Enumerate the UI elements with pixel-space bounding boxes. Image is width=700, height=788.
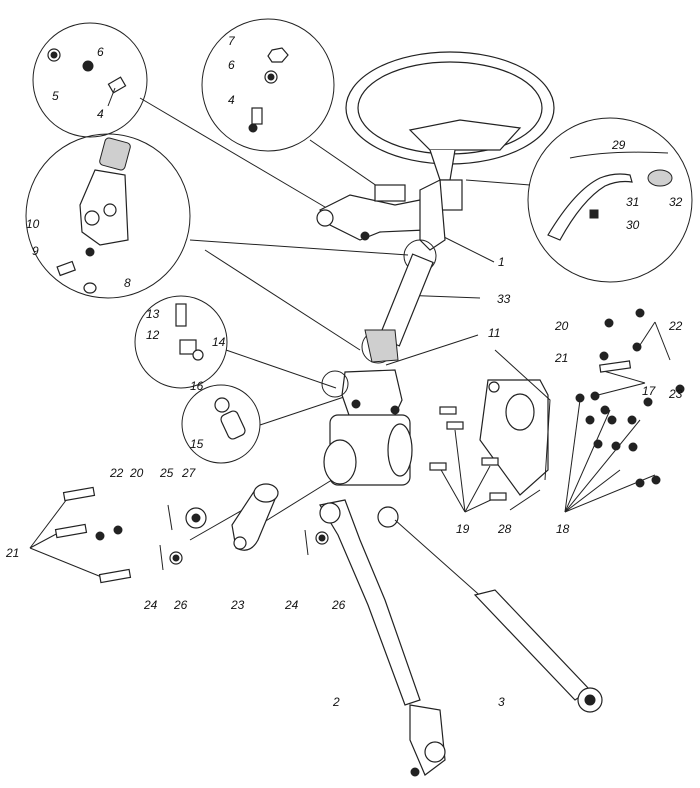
label-4a: 4	[97, 107, 104, 121]
lever-and-pins	[159, 483, 329, 571]
label-17: 17	[642, 384, 657, 398]
label-16: 16	[190, 379, 204, 393]
label-26b: 26	[331, 598, 346, 612]
label-31: 31	[626, 195, 639, 209]
steering-column	[316, 179, 463, 364]
label-24b: 24	[284, 598, 299, 612]
steering-rods	[319, 499, 603, 777]
label-30: 30	[626, 218, 640, 232]
label-32: 32	[669, 195, 683, 209]
label-21a: 21	[554, 351, 568, 365]
label-1: 1	[498, 255, 505, 269]
label-23b: 23	[230, 598, 245, 612]
detail-circle-top-left	[32, 22, 148, 138]
steering-gear	[321, 369, 413, 486]
label-33: 33	[497, 292, 511, 306]
label-12: 12	[146, 328, 160, 342]
label-15: 15	[190, 437, 204, 451]
part-labels: 1 2 3 4 4 5 6 6 7 8 9 10 11 12 13 14 15 …	[5, 34, 683, 709]
label-21b: 21	[5, 546, 19, 560]
detail-circle-mid-left	[134, 295, 228, 389]
label-6b: 6	[228, 58, 235, 72]
label-29: 29	[611, 138, 626, 152]
label-8: 8	[124, 276, 131, 290]
detail-circle-left-yoke	[25, 133, 191, 299]
label-6a: 6	[97, 45, 104, 59]
detail-circle-lower-left	[181, 384, 261, 464]
label-9: 9	[32, 244, 39, 258]
label-22b: 22	[109, 466, 124, 480]
detail-circle-top-center	[201, 18, 335, 152]
label-22a: 22	[668, 319, 683, 333]
fasteners	[54, 308, 685, 584]
detail-circle-right	[527, 117, 693, 283]
label-3: 3	[498, 695, 505, 709]
label-13: 13	[146, 307, 160, 321]
label-23a: 23	[668, 387, 683, 401]
label-24a: 24	[143, 598, 158, 612]
label-20b: 20	[129, 466, 144, 480]
label-18: 18	[556, 522, 570, 536]
label-19: 19	[456, 522, 470, 536]
label-5: 5	[52, 89, 59, 103]
pump-bracket	[479, 349, 551, 496]
label-11: 11	[488, 326, 500, 340]
label-25: 25	[159, 466, 174, 480]
label-20a: 20	[554, 319, 569, 333]
label-28: 28	[497, 522, 512, 536]
steering-wheel	[345, 51, 555, 181]
label-4b: 4	[228, 93, 235, 107]
label-10: 10	[26, 217, 40, 231]
label-14: 14	[212, 335, 226, 349]
label-7: 7	[228, 34, 236, 48]
label-26a: 26	[173, 598, 188, 612]
label-2: 2	[332, 695, 340, 709]
label-27: 27	[181, 466, 197, 480]
leader-lines	[29, 97, 671, 579]
